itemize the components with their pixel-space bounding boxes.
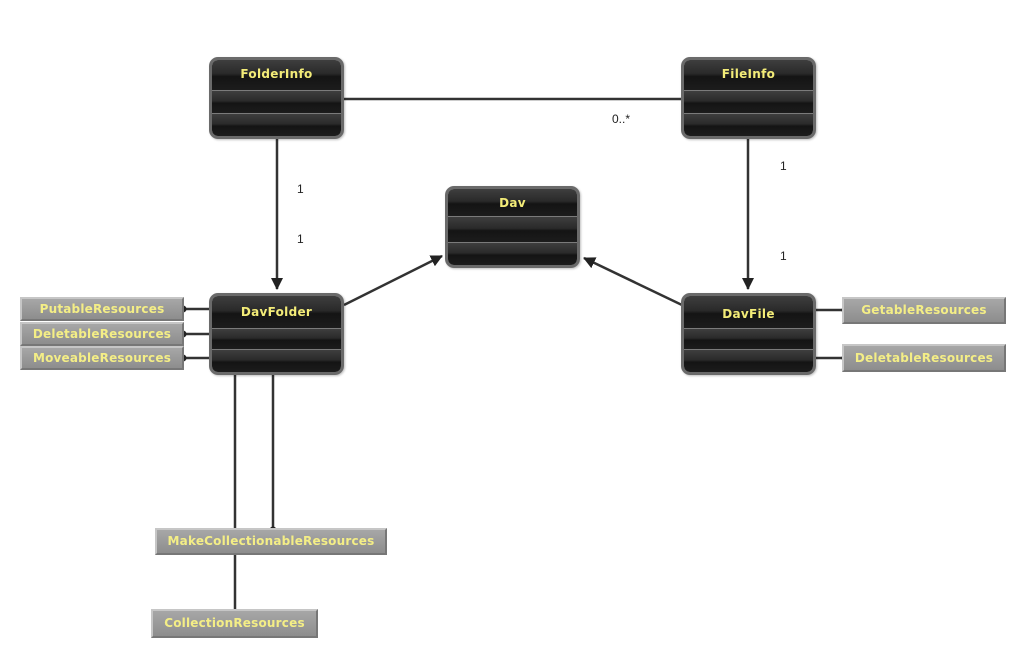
class-folderinfo[interactable]: FolderInfo bbox=[209, 57, 344, 139]
interface-putable-resources[interactable]: PutableResources bbox=[20, 297, 184, 321]
class-folderinfo-operations bbox=[212, 114, 341, 136]
class-davfile[interactable]: DavFile bbox=[681, 293, 816, 375]
class-fileinfo-operations bbox=[684, 114, 813, 136]
multiplicity-davfolder-target: 1 bbox=[297, 232, 304, 246]
class-davfolder[interactable]: DavFolder bbox=[209, 293, 344, 375]
class-folderinfo-name: FolderInfo bbox=[212, 60, 341, 91]
class-dav-name: Dav bbox=[448, 189, 577, 217]
multiplicity-folderinfo-source: 1 bbox=[297, 182, 304, 196]
class-fileinfo[interactable]: FileInfo bbox=[681, 57, 816, 139]
interface-collection-resources[interactable]: CollectionResources bbox=[151, 609, 318, 638]
class-davfolder-name: DavFolder bbox=[212, 296, 341, 329]
class-davfile-attributes bbox=[684, 329, 813, 350]
generalization-davfolder-dav bbox=[343, 254, 443, 307]
multiplicity-folderinfo-fileinfo: 0..* bbox=[612, 112, 631, 126]
multiplicity-fileinfo-source: 1 bbox=[780, 159, 787, 173]
class-davfile-operations bbox=[684, 350, 813, 372]
interface-getable-resources[interactable]: GetableResources bbox=[842, 297, 1006, 324]
interface-make-collectionable-resources[interactable]: MakeCollectionableResources bbox=[155, 528, 387, 555]
class-dav[interactable]: Dav bbox=[445, 186, 580, 268]
class-davfile-name: DavFile bbox=[684, 296, 813, 329]
class-davfolder-attributes bbox=[212, 329, 341, 350]
class-dav-attributes bbox=[448, 217, 577, 243]
interface-deletable-resources-folder[interactable]: DeletableResources bbox=[20, 322, 184, 346]
multiplicity-davfile-target: 1 bbox=[780, 249, 787, 263]
class-davfolder-operations bbox=[212, 350, 341, 372]
interface-moveable-resources[interactable]: MoveableResources bbox=[20, 346, 184, 370]
class-fileinfo-name: FileInfo bbox=[684, 60, 813, 91]
class-dav-operations bbox=[448, 243, 577, 265]
generalization-davfile-dav bbox=[583, 256, 683, 307]
class-folderinfo-attributes bbox=[212, 91, 341, 114]
interface-deletable-resources-file[interactable]: DeletableResources bbox=[842, 344, 1006, 372]
class-fileinfo-attributes bbox=[684, 91, 813, 114]
